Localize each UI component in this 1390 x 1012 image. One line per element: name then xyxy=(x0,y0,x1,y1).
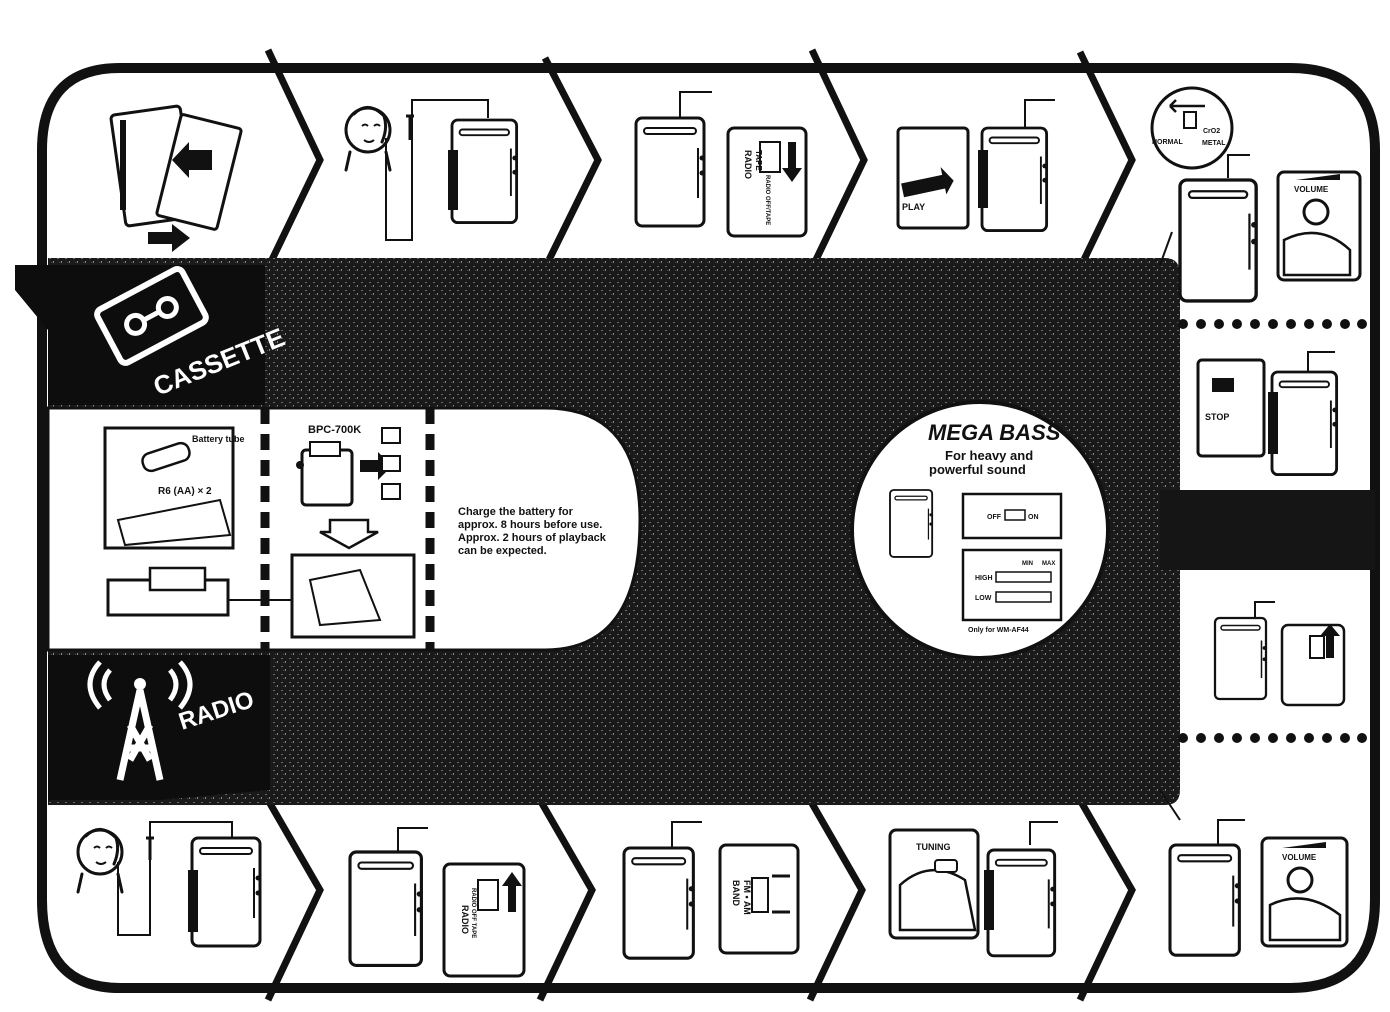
r5-volume: VOLUME xyxy=(1282,853,1317,862)
charging-panel: Battery tube R6 (AA) × 2 BPC-700K Charge… xyxy=(46,406,642,652)
r3-fmam: FM • AM xyxy=(742,880,752,915)
charge-text-line4: can be expected. xyxy=(458,545,547,557)
c5-metal: METAL xyxy=(1202,140,1226,147)
cassette-step-headphones xyxy=(344,99,519,241)
top-step-dividers xyxy=(264,48,1136,270)
radio-step-radio-switch: RADIO RADIO OFF TAPE xyxy=(348,827,526,978)
cassette-step-insert xyxy=(109,104,243,252)
radio-step-switch xyxy=(1213,601,1346,707)
r1-radio: RADIO xyxy=(460,905,470,934)
megabass-panel: MEGA BASS For heavy and powerful sound O… xyxy=(850,400,1110,660)
r4-tuning: TUNING xyxy=(916,842,951,852)
c3-tape: TAPE xyxy=(754,150,763,171)
bottom-step-dividers xyxy=(264,798,1136,1002)
radio-step-headphones xyxy=(76,821,262,948)
right-dotted-separator-bottom xyxy=(1178,733,1367,743)
c3-scale: RADIO OFF/TAPE xyxy=(764,175,770,225)
megabass-off: OFF xyxy=(987,514,1002,521)
cassette-step-volume: NORMAL CrO2 METAL VOLUME xyxy=(1150,86,1362,303)
megabass-high: HIGH xyxy=(975,575,993,582)
c4-play: PLAY xyxy=(902,202,925,212)
charge-text-line2: approx. 8 hours before use. xyxy=(458,519,602,531)
right-dark-bar xyxy=(1160,490,1375,570)
c5-normal: NORMAL xyxy=(1152,139,1183,146)
cassette-step-tape-switch: RADIO TAPE RADIO OFF/TAPE xyxy=(634,91,808,238)
right-dotted-separator-top xyxy=(1178,319,1367,329)
radio-step-tuning: TUNING xyxy=(888,821,1058,958)
battery-type-label: R6 (AA) × 2 xyxy=(158,486,212,497)
megabass-title: MEGA BASS xyxy=(928,420,1061,445)
radio-step-band: BAND FM • AM xyxy=(622,821,800,960)
c5-cro2: CrO2 xyxy=(1203,128,1220,135)
megabass-sub-line2: powerful sound xyxy=(929,462,1026,477)
megabass-sub-line1: For heavy and xyxy=(945,448,1033,463)
c6-stop: STOP xyxy=(1205,412,1229,422)
battery-tube-label: Battery tube xyxy=(192,434,245,444)
megabass-low: LOW xyxy=(975,595,992,602)
charger-model-label: BPC-700K xyxy=(308,424,361,436)
cassette-step-play: PLAY xyxy=(896,99,1055,233)
r3-band: BAND xyxy=(731,880,741,906)
c5-volume: VOLUME xyxy=(1294,185,1329,194)
cassette-section-label: CASSETTE xyxy=(15,265,289,405)
megabass-max: MAX xyxy=(1042,561,1055,567)
radio-step-volume: VOLUME xyxy=(1159,789,1349,957)
megabass-min: MIN xyxy=(1022,561,1033,567)
r1-scale: RADIO OFF TAPE xyxy=(470,888,476,938)
c3-radio: RADIO xyxy=(743,150,753,179)
charge-text-line3: Approx. 2 hours of playback xyxy=(458,532,607,544)
megabass-note: Only for WM-AF44 xyxy=(968,627,1029,634)
cassette-step-stop: STOP xyxy=(1196,351,1339,477)
radio-section-label: RADIO xyxy=(48,655,270,800)
megabass-on: ON xyxy=(1028,514,1039,521)
charge-text-line1: Charge the battery for xyxy=(458,506,574,518)
